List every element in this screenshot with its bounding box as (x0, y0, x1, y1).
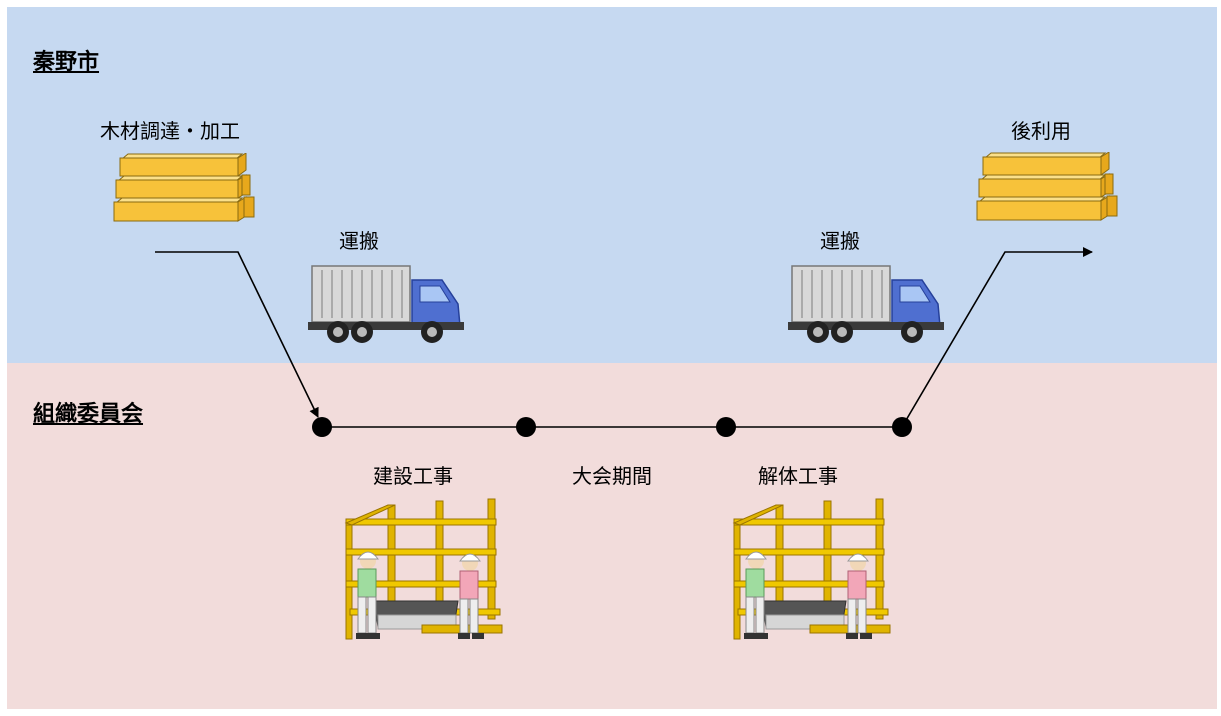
city-zone-title: 秦野市 (33, 50, 100, 75)
transport-label-1: 運搬 (339, 229, 379, 253)
procurement-label: 木材調達・加工 (100, 119, 240, 143)
timeline-dot-2 (516, 417, 536, 437)
truck-icon (788, 265, 944, 343)
construction-worker-icon (344, 498, 503, 640)
committee-zone-title: 組織委員会 (33, 402, 144, 427)
transport-label-2: 運搬 (820, 229, 860, 253)
committee-zone (7, 363, 1217, 709)
lumber-icon (113, 153, 255, 222)
demolition-label: 解体工事 (758, 464, 838, 488)
timeline-dot-3 (716, 417, 736, 437)
flow-arrow-out (901, 247, 1093, 428)
timeline-dot-4 (892, 417, 912, 437)
flow-arrow-in (155, 251, 319, 418)
timeline-dot-1 (312, 417, 332, 437)
construction-label: 建設工事 (373, 464, 453, 488)
games-period-label: 大会期間 (572, 464, 652, 488)
reuse-label: 後利用 (1011, 119, 1071, 143)
truck-icon (308, 265, 464, 343)
construction-worker-icon (732, 498, 891, 640)
lumber-icon (976, 152, 1118, 221)
